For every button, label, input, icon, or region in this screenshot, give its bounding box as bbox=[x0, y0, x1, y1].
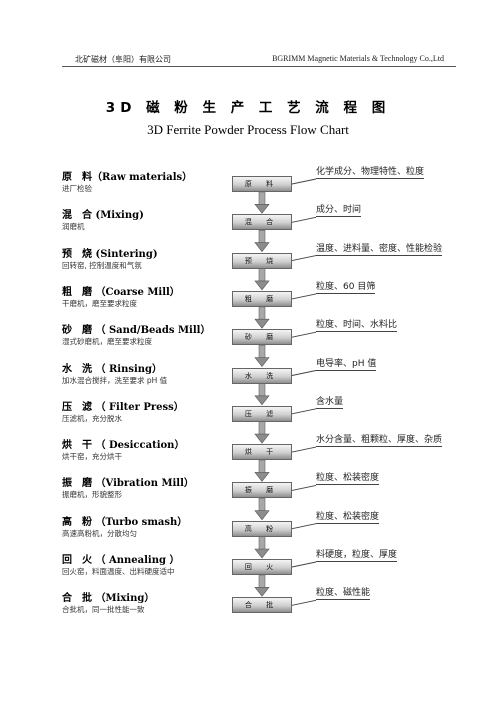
process-box: 高 粉 bbox=[232, 520, 292, 537]
flow-arrow-shaft bbox=[258, 536, 266, 551]
parameter-leader-line bbox=[291, 370, 317, 376]
process-box: 水 洗 bbox=[232, 367, 292, 384]
process-box: 原 料 bbox=[232, 176, 292, 192]
flow-arrow-head bbox=[254, 357, 270, 367]
control-parameter: 料硬度，粒度、厚度 bbox=[316, 550, 398, 562]
step-title: 压 滤 （ Filter Press） bbox=[62, 401, 184, 413]
control-parameter: 粒度、磁性能 bbox=[316, 588, 371, 601]
process-box: 粗 磨 bbox=[232, 290, 292, 307]
step-title: 合 批 （Mixing） bbox=[62, 593, 155, 605]
parameter-leader-line bbox=[291, 561, 317, 568]
control-parameter: 电导率、pH 值 bbox=[316, 358, 377, 371]
flow-arrow-shaft bbox=[258, 574, 266, 589]
control-parameter: 粒度、60 目筛 bbox=[316, 281, 376, 294]
process-box: 混 合 bbox=[232, 214, 292, 231]
process-box: 压 滤 bbox=[232, 405, 292, 422]
flow-arrow-head bbox=[254, 318, 270, 329]
step-title: 原 料（Raw materials） bbox=[62, 172, 193, 183]
step-description: 湿式砂磨机，磨至要求粒度 bbox=[62, 337, 152, 347]
step-title: 水 洗 （ Rinsing） bbox=[62, 363, 163, 375]
company-name-cn: 北矿磁材（阜阳）有限公司 bbox=[75, 55, 171, 64]
process-box: 合 批 bbox=[232, 597, 292, 614]
flow-arrow-head bbox=[254, 510, 270, 521]
step-title: 混 合 (Mixing) bbox=[62, 210, 144, 222]
flow-arrow-shaft bbox=[258, 230, 266, 244]
step-description: 干磨机，磨至要求粒度 bbox=[62, 298, 137, 308]
step-description: 加水混合搅拌，洗至要求 pH 值 bbox=[62, 375, 168, 385]
flow-arrow-shaft bbox=[258, 268, 266, 283]
flow-arrow-head bbox=[254, 395, 270, 406]
step-title: 粗 磨 （Coarse Mill） bbox=[62, 286, 180, 298]
parameter-leader-line bbox=[291, 523, 317, 530]
flow-arrow-shaft bbox=[258, 306, 266, 321]
parameter-leader-line bbox=[291, 331, 317, 338]
control-parameter: 化学成分、物理特性、粒度 bbox=[316, 167, 425, 179]
control-parameter: 水分含量、粗颗粒、厚度、杂质 bbox=[316, 435, 443, 448]
step-description: 烘干窑，充分烘干 bbox=[62, 452, 122, 462]
flow-arrow-shaft bbox=[258, 383, 266, 398]
flow-arrow-head bbox=[254, 472, 270, 482]
company-name-en: BGRIMM Magnetic Materials & Technology C… bbox=[272, 54, 444, 63]
flow-arrow-head bbox=[254, 586, 270, 597]
flow-arrow-shaft bbox=[258, 421, 266, 436]
control-parameter: 成分、时间 bbox=[316, 205, 362, 218]
parameter-leader-line bbox=[291, 255, 317, 262]
process-box: 回 火 bbox=[232, 559, 292, 575]
parameter-leader-line bbox=[291, 178, 317, 185]
control-parameter: 粒度、松装密度 bbox=[316, 473, 380, 486]
control-parameter: 含水量 bbox=[316, 396, 344, 409]
flow-arrow-shaft bbox=[258, 344, 266, 359]
process-box: 预 烧 bbox=[232, 252, 292, 269]
step-title: 砂 磨 （ Sand/Beads Mill） bbox=[62, 325, 211, 337]
step-description: 润磨机 bbox=[62, 222, 85, 232]
step-title: 预 烧 (Sintering) bbox=[62, 248, 158, 260]
parameter-leader-line bbox=[291, 216, 317, 223]
step-title: 振 磨 （Vibration Mill） bbox=[62, 478, 194, 490]
parameter-leader-line bbox=[291, 408, 317, 415]
process-box: 烘 干 bbox=[232, 444, 292, 461]
step-description: 压滤机，充分脱水 bbox=[62, 413, 122, 423]
flow-arrow-head bbox=[254, 204, 270, 214]
flow-arrow-head bbox=[254, 280, 270, 291]
flow-arrow-head bbox=[254, 433, 270, 444]
flow-arrow-head bbox=[254, 242, 270, 253]
header-divider bbox=[62, 66, 456, 67]
step-description: 回火窑，料面温度、出料硬度适中 bbox=[62, 567, 175, 576]
step-description: 进厂检验 bbox=[62, 184, 92, 193]
parameter-leader-line bbox=[291, 446, 317, 453]
parameter-leader-line bbox=[291, 599, 317, 606]
control-parameter: 粒度、时间、水料比 bbox=[316, 320, 398, 333]
flow-arrow-shaft bbox=[258, 459, 266, 474]
flow-arrow-head bbox=[254, 548, 270, 559]
step-title: 回 火 （ Annealing ） bbox=[62, 555, 180, 566]
control-parameter: 温度、进料量、密度、性能检验 bbox=[316, 243, 443, 256]
step-title: 烘 干 （ Desiccation） bbox=[62, 440, 185, 452]
flow-arrow-shaft bbox=[258, 498, 266, 512]
step-description: 高速高粉机，分散均匀 bbox=[62, 528, 137, 538]
step-title: 高 粉 （Turbo smash） bbox=[62, 516, 188, 528]
step-description: 回转窑, 控制温度和气氛 bbox=[62, 260, 142, 270]
step-description: 合批机，同一批性能一致 bbox=[62, 605, 145, 615]
page-title-cn: 3D 磁 粉 生 产 工 艺 流 程 图 bbox=[105, 100, 391, 116]
process-box: 砂 磨 bbox=[232, 329, 292, 346]
control-parameter: 粒度、松装密度 bbox=[316, 511, 380, 524]
parameter-leader-line bbox=[291, 484, 317, 491]
flow-arrow-shaft bbox=[258, 191, 266, 206]
parameter-leader-line bbox=[291, 293, 317, 300]
step-description: 振磨机，形貌整形 bbox=[62, 490, 122, 500]
process-box: 振 磨 bbox=[232, 482, 292, 499]
page-title-en: 3D Ferrite Powder Process Flow Chart bbox=[147, 122, 349, 137]
